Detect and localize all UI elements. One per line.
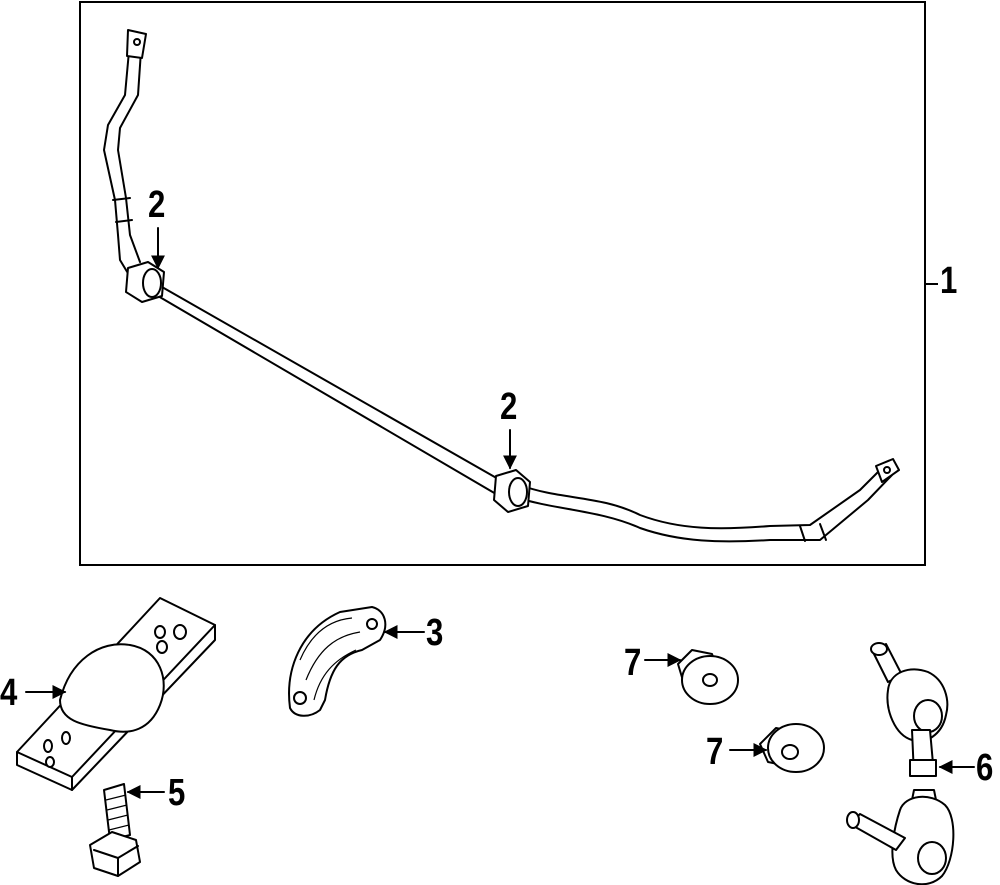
bushing-left (125, 261, 165, 303)
bracket-part-4 (16, 597, 216, 791)
callout-7-lower: 7 (706, 731, 724, 773)
bushing-middle (493, 469, 531, 513)
bolt-part-5 (89, 783, 141, 877)
stabilizer-bar (103, 29, 900, 543)
callout-6: 6 (976, 747, 994, 789)
callout-3: 3 (426, 612, 444, 654)
callout-7-upper: 7 (624, 642, 642, 684)
nut-part-7-lower (759, 723, 825, 773)
callout-2-middle: 2 (500, 386, 518, 428)
nut-part-7-upper (677, 649, 739, 705)
callout-1: 1 (940, 260, 958, 302)
callout-2-upper-left: 2 (148, 184, 166, 226)
stabilizer-link-part-6 (846, 642, 955, 885)
callout-5: 5 (168, 772, 186, 814)
clamp-part-3 (288, 606, 387, 717)
callout-4: 4 (0, 672, 18, 714)
